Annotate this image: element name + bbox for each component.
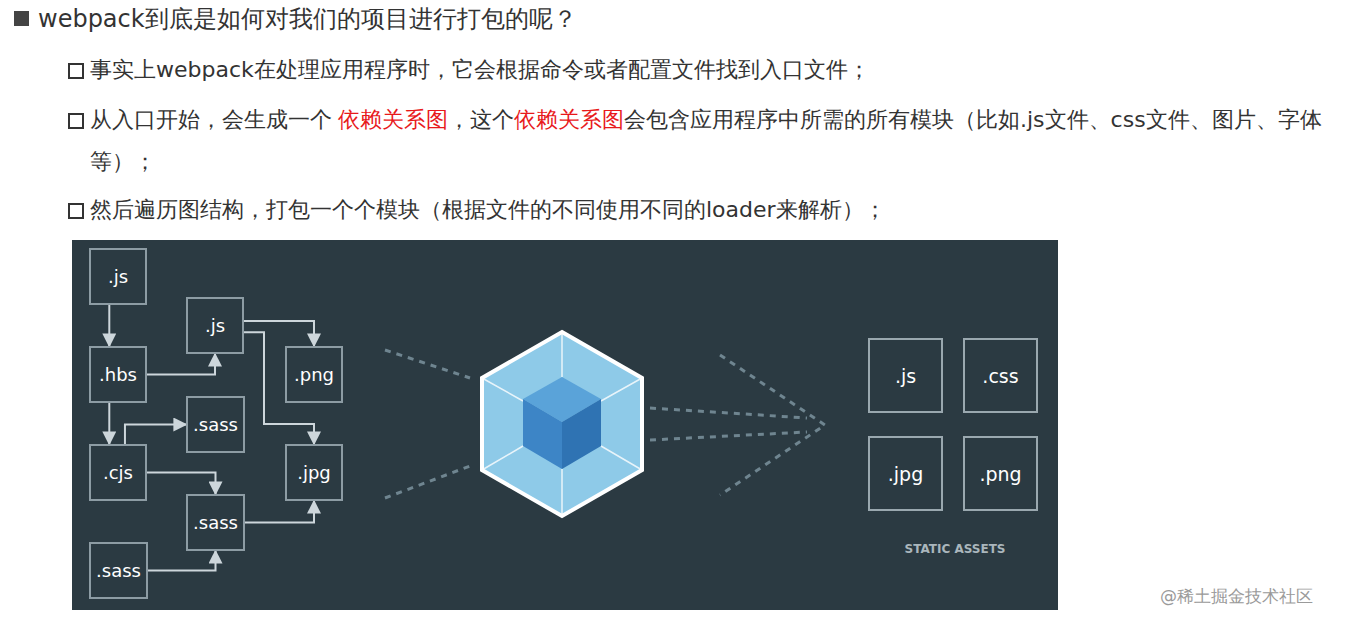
file-ext: .js <box>205 315 225 336</box>
bullet-text: 事实上webpack在处理应用程序时，它会根据命令或者配置文件找到入口文件； <box>90 49 1335 91</box>
file-box: .jpg <box>285 444 343 501</box>
bullet-segment: ，这个 <box>448 107 514 132</box>
dependency-arrow <box>148 551 216 571</box>
file-ext: .png <box>294 364 334 385</box>
file-box: .jpg <box>868 436 943 511</box>
heading: webpack到底是如何对我们的项目进行打包的呢？ <box>38 3 577 35</box>
diagram-panel: STATIC ASSETS .js .js .hbs .png .sass .cjs .jpg… <box>72 240 1058 610</box>
file-box: .css <box>963 338 1038 413</box>
highlight-term: 依赖关系图 <box>514 107 624 132</box>
file-ext: .jpg <box>888 463 923 485</box>
dependency-arrow <box>125 425 186 445</box>
file-ext: .js <box>895 365 916 387</box>
assets-caption: STATIC ASSETS <box>905 542 1006 556</box>
file-box: .png <box>963 436 1038 511</box>
dependency-arrow <box>147 473 216 495</box>
file-ext: .png <box>979 463 1021 485</box>
highlight-term: 依赖关系图 <box>338 107 448 132</box>
file-ext: .js <box>108 266 128 287</box>
file-ext: .cjs <box>103 462 133 483</box>
bullet-text: 从入口开始，会生成一个依赖关系图，这个依赖关系图会包含应用程序中所需的所有模块（… <box>90 99 1335 183</box>
file-ext: .sass <box>193 512 238 533</box>
file-box: .png <box>285 346 343 403</box>
file-box: .sass <box>186 494 245 551</box>
file-box: .cjs <box>89 444 147 501</box>
file-ext: .hbs <box>99 364 137 385</box>
file-box: .sass <box>89 542 148 599</box>
file-ext: .sass <box>96 560 141 581</box>
bullet-square <box>68 113 84 129</box>
dependency-arrow <box>147 354 215 375</box>
watermark: @稀土掘金技术社区 <box>1160 585 1313 608</box>
file-box: .js <box>186 297 244 354</box>
bullet-square <box>68 203 84 219</box>
bullet-segment: 然后遍历图结构，打包一个个模块（根据文件的不同使用不同的loader来解析）； <box>90 197 886 222</box>
file-ext: .jpg <box>297 462 331 483</box>
file-box: .hbs <box>89 346 147 403</box>
bullet-segment: 事实上webpack在处理应用程序时，它会根据命令或者配置文件找到入口文件； <box>90 57 870 82</box>
dependency-arrow <box>245 501 314 523</box>
file-box: .js <box>868 338 943 413</box>
dependency-arrow <box>244 321 314 346</box>
bullet-segment: 从入口开始，会生成一个 <box>90 107 332 132</box>
file-box: .sass <box>186 396 245 453</box>
bullet-square <box>68 63 84 79</box>
bullet-text: 然后遍历图结构，打包一个个模块（根据文件的不同使用不同的loader来解析）； <box>90 189 1335 231</box>
file-ext: .css <box>982 365 1018 387</box>
file-ext: .sass <box>193 414 238 435</box>
heading-marker <box>14 11 29 26</box>
file-box: .js <box>89 248 147 305</box>
dependency-arrow <box>108 403 110 444</box>
dependency-arrow <box>108 305 110 346</box>
